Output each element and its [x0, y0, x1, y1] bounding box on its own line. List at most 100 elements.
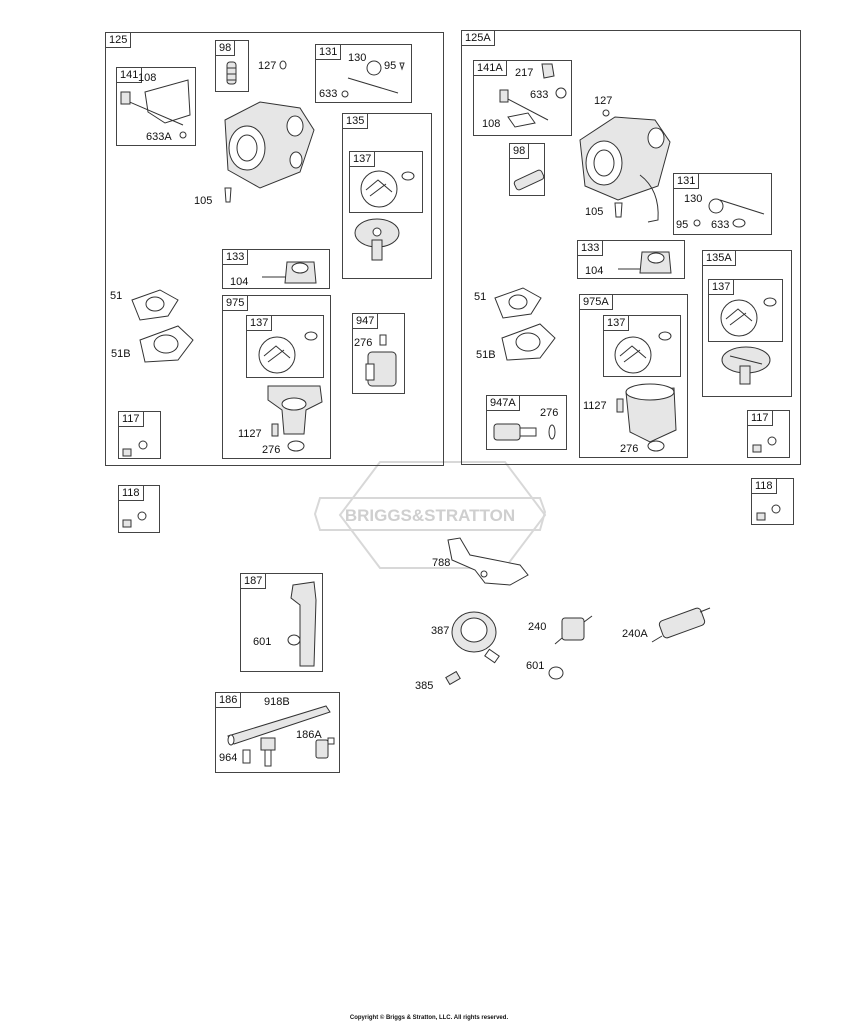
kit-tag-125A: 125A: [462, 31, 495, 46]
gasket-51-left-part: [131, 289, 179, 321]
seal-127-right-part: [602, 109, 610, 117]
kit-tag-133-left: 133: [223, 250, 249, 265]
fuel-line-918B-part: [227, 705, 331, 746]
kit-box-137-a: 137: [349, 151, 423, 213]
shutoff-valve-part: [260, 737, 276, 767]
callout-186A: 186A: [296, 729, 322, 741]
kit-box-118-right: 118: [751, 478, 794, 525]
float-bowl-plate-137-c-part: [720, 297, 777, 337]
screw-385-part: [445, 670, 461, 686]
callout-51B-right: 51B: [476, 349, 496, 361]
kit-box-117-right: 117: [747, 410, 790, 458]
callout-105-left: 105: [194, 195, 213, 207]
fuel-bowl-975-part: [267, 385, 323, 435]
kit-tag-975: 975: [223, 296, 249, 311]
kit-box-141A: 141A: [473, 60, 572, 136]
fuel-bowl-135A-part: [721, 346, 771, 385]
kit-box-947A: 947A: [486, 395, 567, 450]
float-bowl-plate-137-b-part: [258, 331, 318, 374]
washer-276-left-part: [287, 440, 305, 452]
gasket-51-right-part: [494, 287, 542, 319]
washer-276-right-part: [647, 440, 665, 452]
callout-385: 385: [415, 680, 434, 692]
callout-276-d: 276: [620, 443, 639, 455]
callout-276-b: 276: [262, 444, 281, 456]
callout-633-right-a: 633: [530, 89, 549, 101]
kit-box-141: 141: [116, 67, 196, 146]
screw-118-right-part: [756, 504, 781, 521]
kit-box-135A: 135A: [702, 250, 792, 397]
gasket-51B-right-part: [501, 323, 556, 361]
kit-box-98-right: 98: [509, 143, 545, 196]
kit-tag-137-a: 137: [350, 152, 376, 167]
kit-tag-947A: 947A: [487, 396, 520, 411]
kit-tag-118-left: 118: [119, 486, 144, 501]
kit-box-125A: 125A: [461, 30, 801, 465]
callout-108-left: 108: [138, 72, 157, 84]
callout-276-c: 276: [540, 407, 559, 419]
kit-tag-137-c: 137: [709, 280, 735, 295]
kit-box-137-b: 137: [246, 315, 324, 378]
callout-95-left: 95: [384, 60, 397, 72]
callout-51B-left: 51B: [111, 348, 131, 360]
kit-box-975: 975: [222, 295, 331, 459]
kit-box-133-left: 133: [222, 249, 330, 289]
kit-box-137-d: 137: [603, 315, 681, 377]
shutoff-valve-186A-part: [315, 737, 335, 759]
kit-box-98-left: 98: [215, 40, 249, 92]
callout-51-left: 51: [110, 290, 123, 302]
jet-105-left-part: [224, 187, 232, 203]
callout-1127-left: 1127: [238, 428, 262, 440]
float-bowl-plate-137-d-part: [614, 331, 672, 374]
throttle-shaft-131-right-part: [693, 198, 765, 228]
kit-box-131-left: 131: [315, 44, 412, 103]
callout-240: 240: [528, 621, 547, 633]
callout-964: 964: [219, 752, 238, 764]
clamp-601-right-part: [548, 666, 564, 680]
copyright-footer: Copyright © Briggs & Stratton, LLC. All …: [349, 1015, 509, 1021]
kit-box-975A: 975A: [579, 294, 688, 458]
callout-105-right: 105: [585, 206, 604, 218]
kit-box-186: 186: [215, 692, 340, 773]
callout-127-left: 127: [258, 60, 277, 72]
callout-633A: 633A: [146, 131, 172, 143]
jet-105-right-part: [614, 202, 623, 218]
watermark-text: BRIGGS&STRATTON: [345, 506, 515, 525]
callout-104-right: 104: [585, 265, 604, 277]
throttle-shaft-131-left-part: [341, 60, 405, 98]
callout-601-left: 601: [253, 636, 272, 648]
callout-127-right: 127: [594, 95, 613, 107]
bracket-788-part: [447, 537, 529, 586]
callout-276-a: 276: [354, 337, 373, 349]
kit-tag-947: 947: [353, 314, 379, 329]
kit-tag-131-right: 131: [674, 174, 700, 189]
carburetor-left-part: [224, 101, 315, 189]
kit-tag-186: 186: [216, 693, 242, 708]
kit-tag-141A: 141A: [474, 61, 507, 76]
kit-tag-135: 135: [343, 114, 369, 129]
kit-tag-98-right: 98: [510, 144, 530, 159]
callout-633-right-b: 633: [711, 219, 730, 231]
float-133-right-part: [618, 251, 672, 274]
fuel-bowl-975A-part: [625, 383, 677, 443]
fuel-pump-387-part: [451, 611, 500, 664]
callout-95-right: 95: [676, 219, 689, 231]
kit-tag-141: 141: [117, 68, 143, 83]
bowl-screw-1127-left-part: [271, 423, 279, 437]
bowl-screw-1127-right-part: [616, 398, 624, 413]
choke-plate-141-part: [120, 79, 191, 139]
kit-box-135: 135: [342, 113, 432, 279]
kit-tag-133-right: 133: [578, 241, 604, 256]
kit-tag-131-left: 131: [316, 45, 342, 60]
kit-tag-187: 187: [241, 574, 267, 589]
callout-130-right: 130: [684, 193, 703, 205]
callout-130-left: 130: [348, 52, 367, 64]
fuel-line-187-part: [287, 581, 317, 667]
kit-box-118-left: 118: [118, 485, 160, 533]
carburetor-right-part: [579, 116, 671, 223]
screw-118-left-part: [122, 511, 147, 528]
kit-tag-117-left: 117: [119, 412, 144, 427]
screw-117-left-part: [122, 440, 148, 457]
